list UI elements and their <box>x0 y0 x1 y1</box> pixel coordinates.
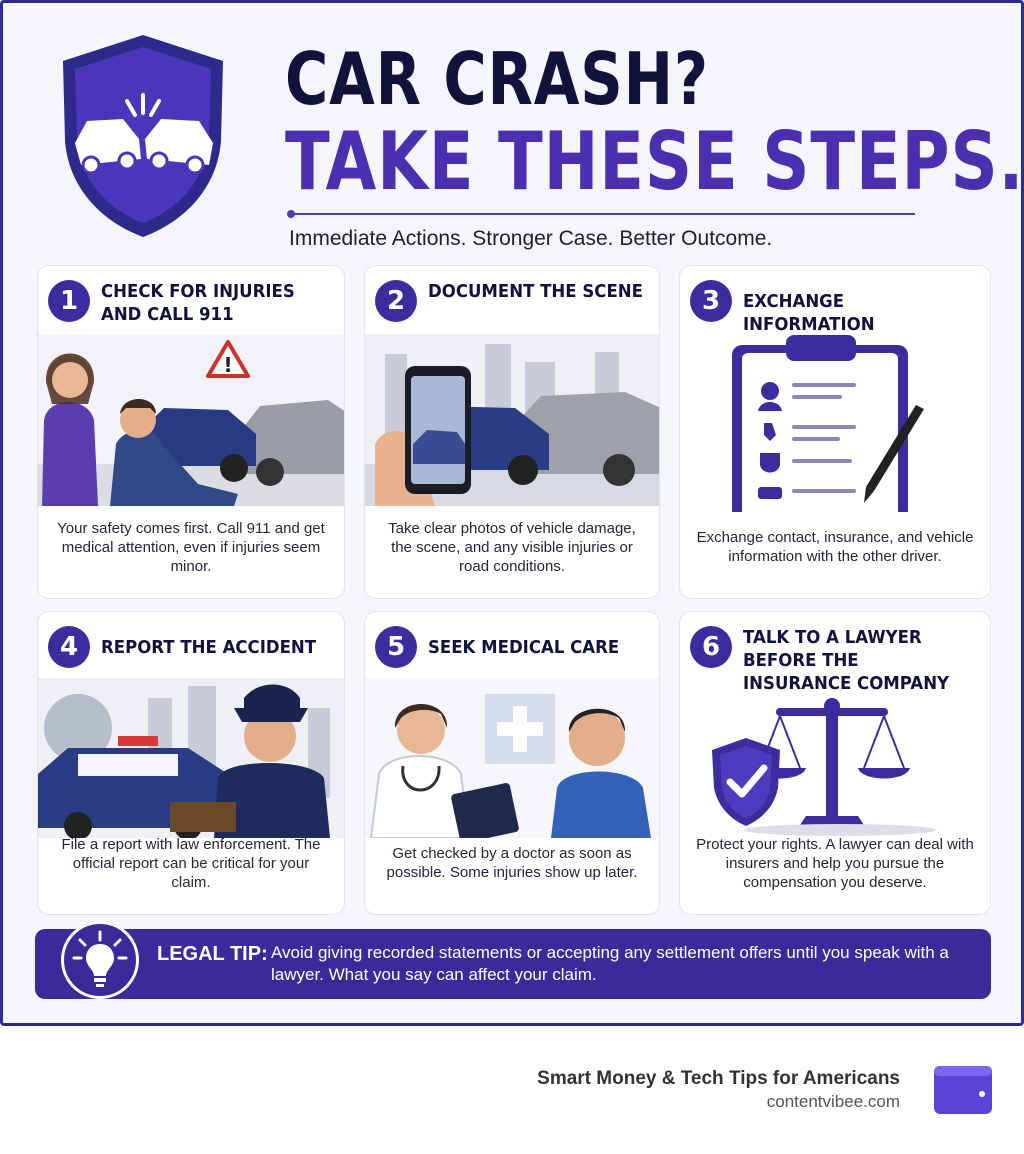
legal-tip-banner: LEGAL TIP: Avoid giving recorded stateme… <box>35 921 991 999</box>
title-line-1: CAR CRASH? <box>285 37 709 121</box>
infographic-poster: CAR CRASH? TAKE THESE STEPS. Immediate A… <box>0 0 1024 1026</box>
checkmark-shield-icon <box>712 738 780 826</box>
step-card-5: 5 SEEK MEDICAL CARE Get checked by a doc… <box>364 611 660 915</box>
step-title: TALK TO A LAWYER BEFORE THE INSURANCE CO… <box>743 627 950 694</box>
step-number-badge: 6 <box>690 626 732 668</box>
legal-tip-label: LEGAL TIP: <box>157 943 268 965</box>
wallet-icon <box>934 1066 992 1114</box>
step-description: Take clear photos of vehicle damage, the… <box>388 519 636 575</box>
warning-icon <box>206 340 250 378</box>
step-card-1: 1 CHECK FOR INJURIES AND CALL 911 ! Your… <box>37 265 345 599</box>
step-number-badge: 3 <box>690 280 732 322</box>
step-title: DOCUMENT THE SCENE <box>428 281 643 302</box>
step-description: Exchange contact, insurance, and vehicle… <box>696 529 974 565</box>
footer-title: Smart Money & Tech Tips for Americans <box>537 1068 900 1089</box>
step-number-badge: 2 <box>375 280 417 322</box>
lightbulb-icon <box>61 921 139 999</box>
tagline: Immediate Actions. Stronger Case. Better… <box>289 227 773 250</box>
title-line-2: TAKE THESE STEPS. <box>285 115 1024 208</box>
legal-tip-text: Avoid giving recorded statements or acce… <box>271 943 949 984</box>
police-officer-report-illustration <box>38 678 344 838</box>
step-title: SEEK MEDICAL CARE <box>428 637 620 658</box>
step-number-badge: 1 <box>48 280 90 322</box>
injured-people-car-crash-illustration: ! <box>38 334 344 506</box>
step-description: File a report with law enforcement. The … <box>61 835 321 891</box>
clipboard-icon <box>732 335 924 512</box>
scales-of-justice-icon <box>712 698 936 836</box>
step-description: Get checked by a doctor as soon as possi… <box>386 845 638 881</box>
step-title: REPORT THE ACCIDENT <box>101 637 317 658</box>
step-description: Your safety comes first. Call 911 and ge… <box>57 519 325 575</box>
step-description: Protect your rights. A lawyer can deal w… <box>696 835 974 891</box>
shield-crash-icon <box>63 35 223 237</box>
step-card-4: 4 REPORT THE ACCIDENT File a report with… <box>37 611 345 915</box>
step-card-2: 2 DOCUMENT THE SCENE Take clear photos o… <box>364 265 660 599</box>
step-number-badge: 5 <box>375 626 417 668</box>
step-number-badge: 4 <box>48 626 90 668</box>
doctor-patient-illustration <box>365 678 659 838</box>
footer-site-link[interactable]: contentvibee.com <box>766 1092 900 1111</box>
step-title: CHECK FOR INJURIES AND CALL 911 <box>101 281 295 325</box>
step-title: EXCHANGE INFORMATION <box>743 291 875 335</box>
step-card-6: 6 TALK TO A LAWYER BEFORE THE INSURANCE … <box>679 611 991 915</box>
step-card-3: 3 EXCHANGE INFORMATION Exchange contact,… <box>679 265 991 599</box>
svg-text:!: ! <box>223 353 232 377</box>
title-divider <box>287 210 915 218</box>
phone-photographing-crash-illustration <box>365 334 659 506</box>
